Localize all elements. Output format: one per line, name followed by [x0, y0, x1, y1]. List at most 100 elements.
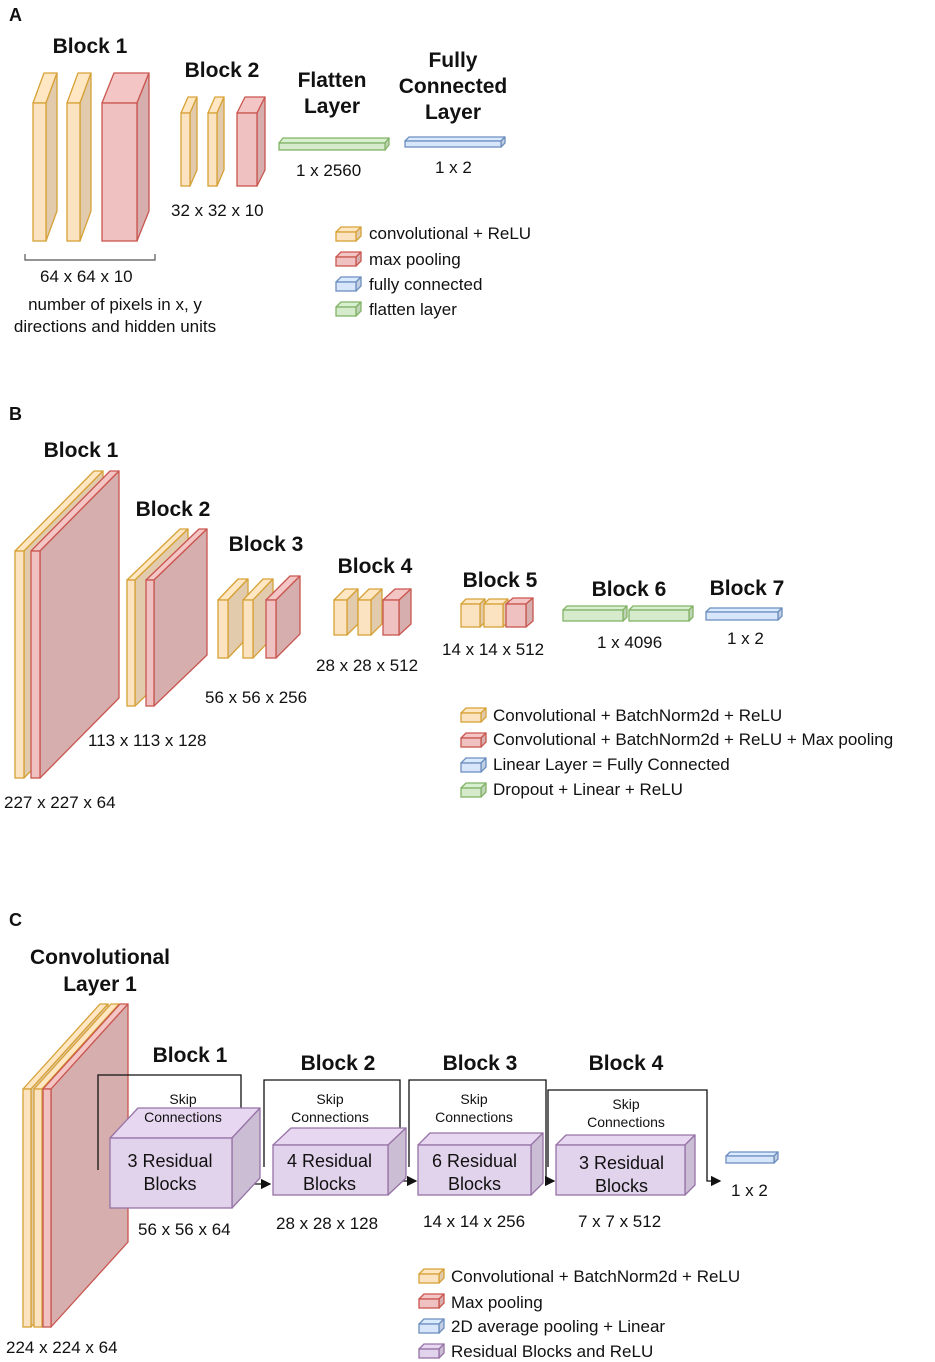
- a-block1-pool: [101, 72, 150, 242]
- panel-c-block3-dim: 14 x 14 x 256: [423, 1212, 526, 1231]
- panel-b-block5-title: Block 5: [462, 569, 538, 592]
- panel-a-legend-fc: fully connected: [369, 275, 483, 294]
- b-block7-bar: [705, 607, 783, 621]
- panel-a-legend-pool: max pooling: [369, 250, 461, 269]
- panel-c-block1-dim: 56 x 56 x 64: [138, 1220, 231, 1239]
- c-legend-swatch-res: [418, 1343, 445, 1359]
- panel-c-conv-title-1: Convolutional: [30, 946, 170, 969]
- panel-b-legend-fc: Linear Layer = Fully Connected: [493, 755, 730, 774]
- b-legend-swatch-fc: [460, 757, 487, 773]
- a-block1-conv1: [32, 72, 58, 242]
- a-legend-swatch-conv: [335, 226, 362, 242]
- panel-c-block2-dim: 28 x 28 x 128: [276, 1214, 379, 1233]
- panel-a-block1-title: Block 1: [52, 35, 128, 58]
- c-block2-residual-box: [272, 1127, 407, 1196]
- panel-a-fc-dim: 1 x 2: [435, 158, 472, 177]
- panel-c-block2-res-2: Blocks: [302, 1174, 356, 1194]
- panel-b-block6-title: Block 6: [591, 578, 667, 601]
- panel-c-block2-skip-2: Connections: [291, 1109, 369, 1125]
- c-block1-group: [97, 1074, 272, 1209]
- b-legend-swatch-conv: [460, 707, 487, 723]
- panel-b-label: B: [9, 404, 22, 424]
- panel-b-block1-dim: 227 x 227 x 64: [4, 793, 116, 812]
- b-block5-conv2: [483, 598, 509, 628]
- panel-c-block3-skip-2: Connections: [435, 1109, 513, 1125]
- b-block4-conv2: [357, 588, 383, 636]
- c-block3-residual-box: [417, 1132, 544, 1196]
- panel-c-block4-skip-2: Connections: [587, 1114, 665, 1130]
- panel-b-block5-dim: 14 x 14 x 512: [442, 640, 545, 659]
- panel-a-fc-title-1: Fully: [428, 49, 478, 72]
- panel-c-conv-title-2: Layer 1: [63, 973, 137, 996]
- panel-c-block3-skip-1: Skip: [460, 1091, 488, 1107]
- panel-c-block2-res-1: 4 Residual: [286, 1151, 373, 1171]
- panel-b-block7-title: Block 7: [709, 577, 785, 600]
- panel-a-block1-note-2: directions and hidden units: [13, 317, 217, 336]
- b-legend-swatch-pool: [460, 732, 487, 748]
- panel-a-legend-conv: convolutional + ReLU: [369, 224, 532, 243]
- panel-c-block3-title: Block 3: [442, 1052, 518, 1075]
- b-block3-pool: [265, 575, 301, 659]
- b-block4-conv1: [333, 588, 359, 636]
- a-block2-conv2: [207, 96, 225, 187]
- panel-a-label: A: [9, 5, 22, 25]
- panel-a-legend-flat: flatten layer: [369, 300, 457, 319]
- b-block2-pool: [145, 528, 208, 707]
- a-flatten-bar: [278, 137, 390, 151]
- c-legend-swatch-fc: [418, 1318, 445, 1334]
- b-legend-swatch-flat: [460, 782, 487, 798]
- panel-b-legend-flat: Dropout + Linear + ReLU: [493, 780, 683, 799]
- panel-b-block1-title: Block 1: [43, 439, 119, 462]
- panel-b-block3-title: Block 3: [228, 533, 304, 556]
- panel-b-block4-title: Block 4: [337, 555, 413, 578]
- panel-c-legend-res: Residual Blocks and ReLU: [451, 1342, 654, 1361]
- panel-c-legend-fc: 2D average pooling + Linear: [451, 1317, 666, 1336]
- a-legend-swatch-flat: [335, 301, 362, 317]
- c-block3-skip-connection-arrow: [408, 1079, 556, 1187]
- panel-a-block2-dim: 32 x 32 x 10: [171, 201, 264, 220]
- c-block1-residual-box: [109, 1107, 261, 1209]
- b-block5-pool: [505, 597, 534, 628]
- panel-c-block1-skip-1: Skip: [169, 1091, 197, 1107]
- panel-c-block1-title: Block 1: [152, 1044, 228, 1067]
- a-block1-dim-bracket: [24, 254, 156, 261]
- c-block4-skip-connection-arrow: [547, 1089, 722, 1187]
- panel-b-block4-dim: 28 x 28 x 512: [316, 656, 419, 675]
- a-block2-conv1: [180, 96, 198, 187]
- a-fc-bar: [404, 136, 506, 148]
- panel-b-graphics: [14, 470, 783, 798]
- panel-c-block1-res-2: Blocks: [143, 1174, 197, 1194]
- c-legend-swatch-conv: [418, 1268, 445, 1284]
- c-block2-skip-connection-arrow: [263, 1079, 418, 1187]
- b-block6-bar2: [628, 605, 694, 622]
- panel-b-block6-dim: 1 x 4096: [597, 633, 663, 652]
- panel-c-graphics: [22, 1003, 779, 1359]
- panel-c-legend-conv: Convolutional + BatchNorm2d + ReLU: [451, 1267, 741, 1286]
- a-legend-swatch-fc: [335, 276, 362, 292]
- b-block5-conv1: [460, 598, 486, 628]
- c-output-bar: [725, 1151, 779, 1164]
- panel-c-block4-dim: 7 x 7 x 512: [578, 1212, 662, 1231]
- panel-a-flatten-title-2: Layer: [303, 95, 361, 118]
- panel-c-block1-skip-2: Connections: [144, 1109, 222, 1125]
- b-block4-pool: [382, 588, 412, 636]
- panel-c-block1-res-1: 3 Residual: [127, 1151, 213, 1171]
- c-block3-group: [408, 1079, 556, 1196]
- panel-c-legend-pool: Max pooling: [451, 1293, 543, 1312]
- panel-a-block1-note-1: number of pixels in x, y: [28, 295, 202, 314]
- panel-a-graphics: [24, 72, 506, 317]
- panel-b-block2-title: Block 2: [135, 498, 211, 521]
- c-block4-residual-box: [555, 1134, 696, 1196]
- panel-b-block2-dim: 113 x 113 x 128: [88, 731, 207, 750]
- panel-a-flatten-title-1: Flatten: [297, 69, 367, 92]
- panel-b-block7-dim: 1 x 2: [727, 629, 764, 648]
- panel-c-block3-res-2: Blocks: [447, 1174, 501, 1194]
- panel-b-legend-pool: Convolutional + BatchNorm2d + ReLU + Max…: [493, 730, 894, 749]
- panel-b-block3-dim: 56 x 56 x 256: [205, 688, 308, 707]
- panel-c-block4-res-1: 3 Residual: [578, 1153, 665, 1173]
- panel-c-block3-res-1: 6 Residual: [431, 1151, 518, 1171]
- c-block2-group: [263, 1079, 418, 1196]
- panel-a-block2-title: Block 2: [184, 59, 260, 82]
- panel-a-fc-title-2: Connected: [398, 75, 508, 98]
